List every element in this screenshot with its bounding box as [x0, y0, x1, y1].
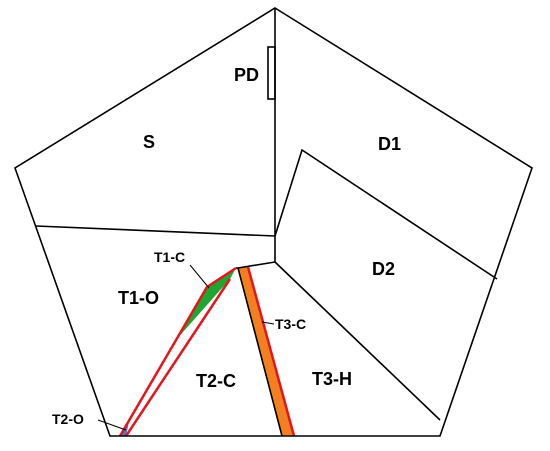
t1-c-label: T1-C	[154, 249, 185, 265]
t1-c-region	[175, 268, 236, 341]
s-label: S	[143, 132, 155, 152]
pentagon-outline	[14, 7, 533, 437]
pd-label: PD	[234, 65, 259, 85]
t3-c-region	[238, 267, 294, 436]
t3-c-label: T3-C	[275, 316, 306, 332]
t3-c-leader	[261, 321, 275, 325]
t1-o-label: T1-O	[118, 288, 159, 308]
t2-c-label: T2-C	[196, 371, 236, 391]
region-outlines	[14, 7, 533, 437]
d1-label: D1	[378, 134, 401, 154]
red-boundary-lines	[118, 266, 296, 437]
pd-marker	[267, 46, 276, 100]
d2-label: D2	[372, 259, 395, 279]
t1-c-leader	[189, 264, 210, 289]
t2-o-leader	[97, 419, 127, 431]
t3-h-label: T3-H	[312, 369, 352, 389]
t2-o-label: T2-O	[52, 411, 84, 427]
